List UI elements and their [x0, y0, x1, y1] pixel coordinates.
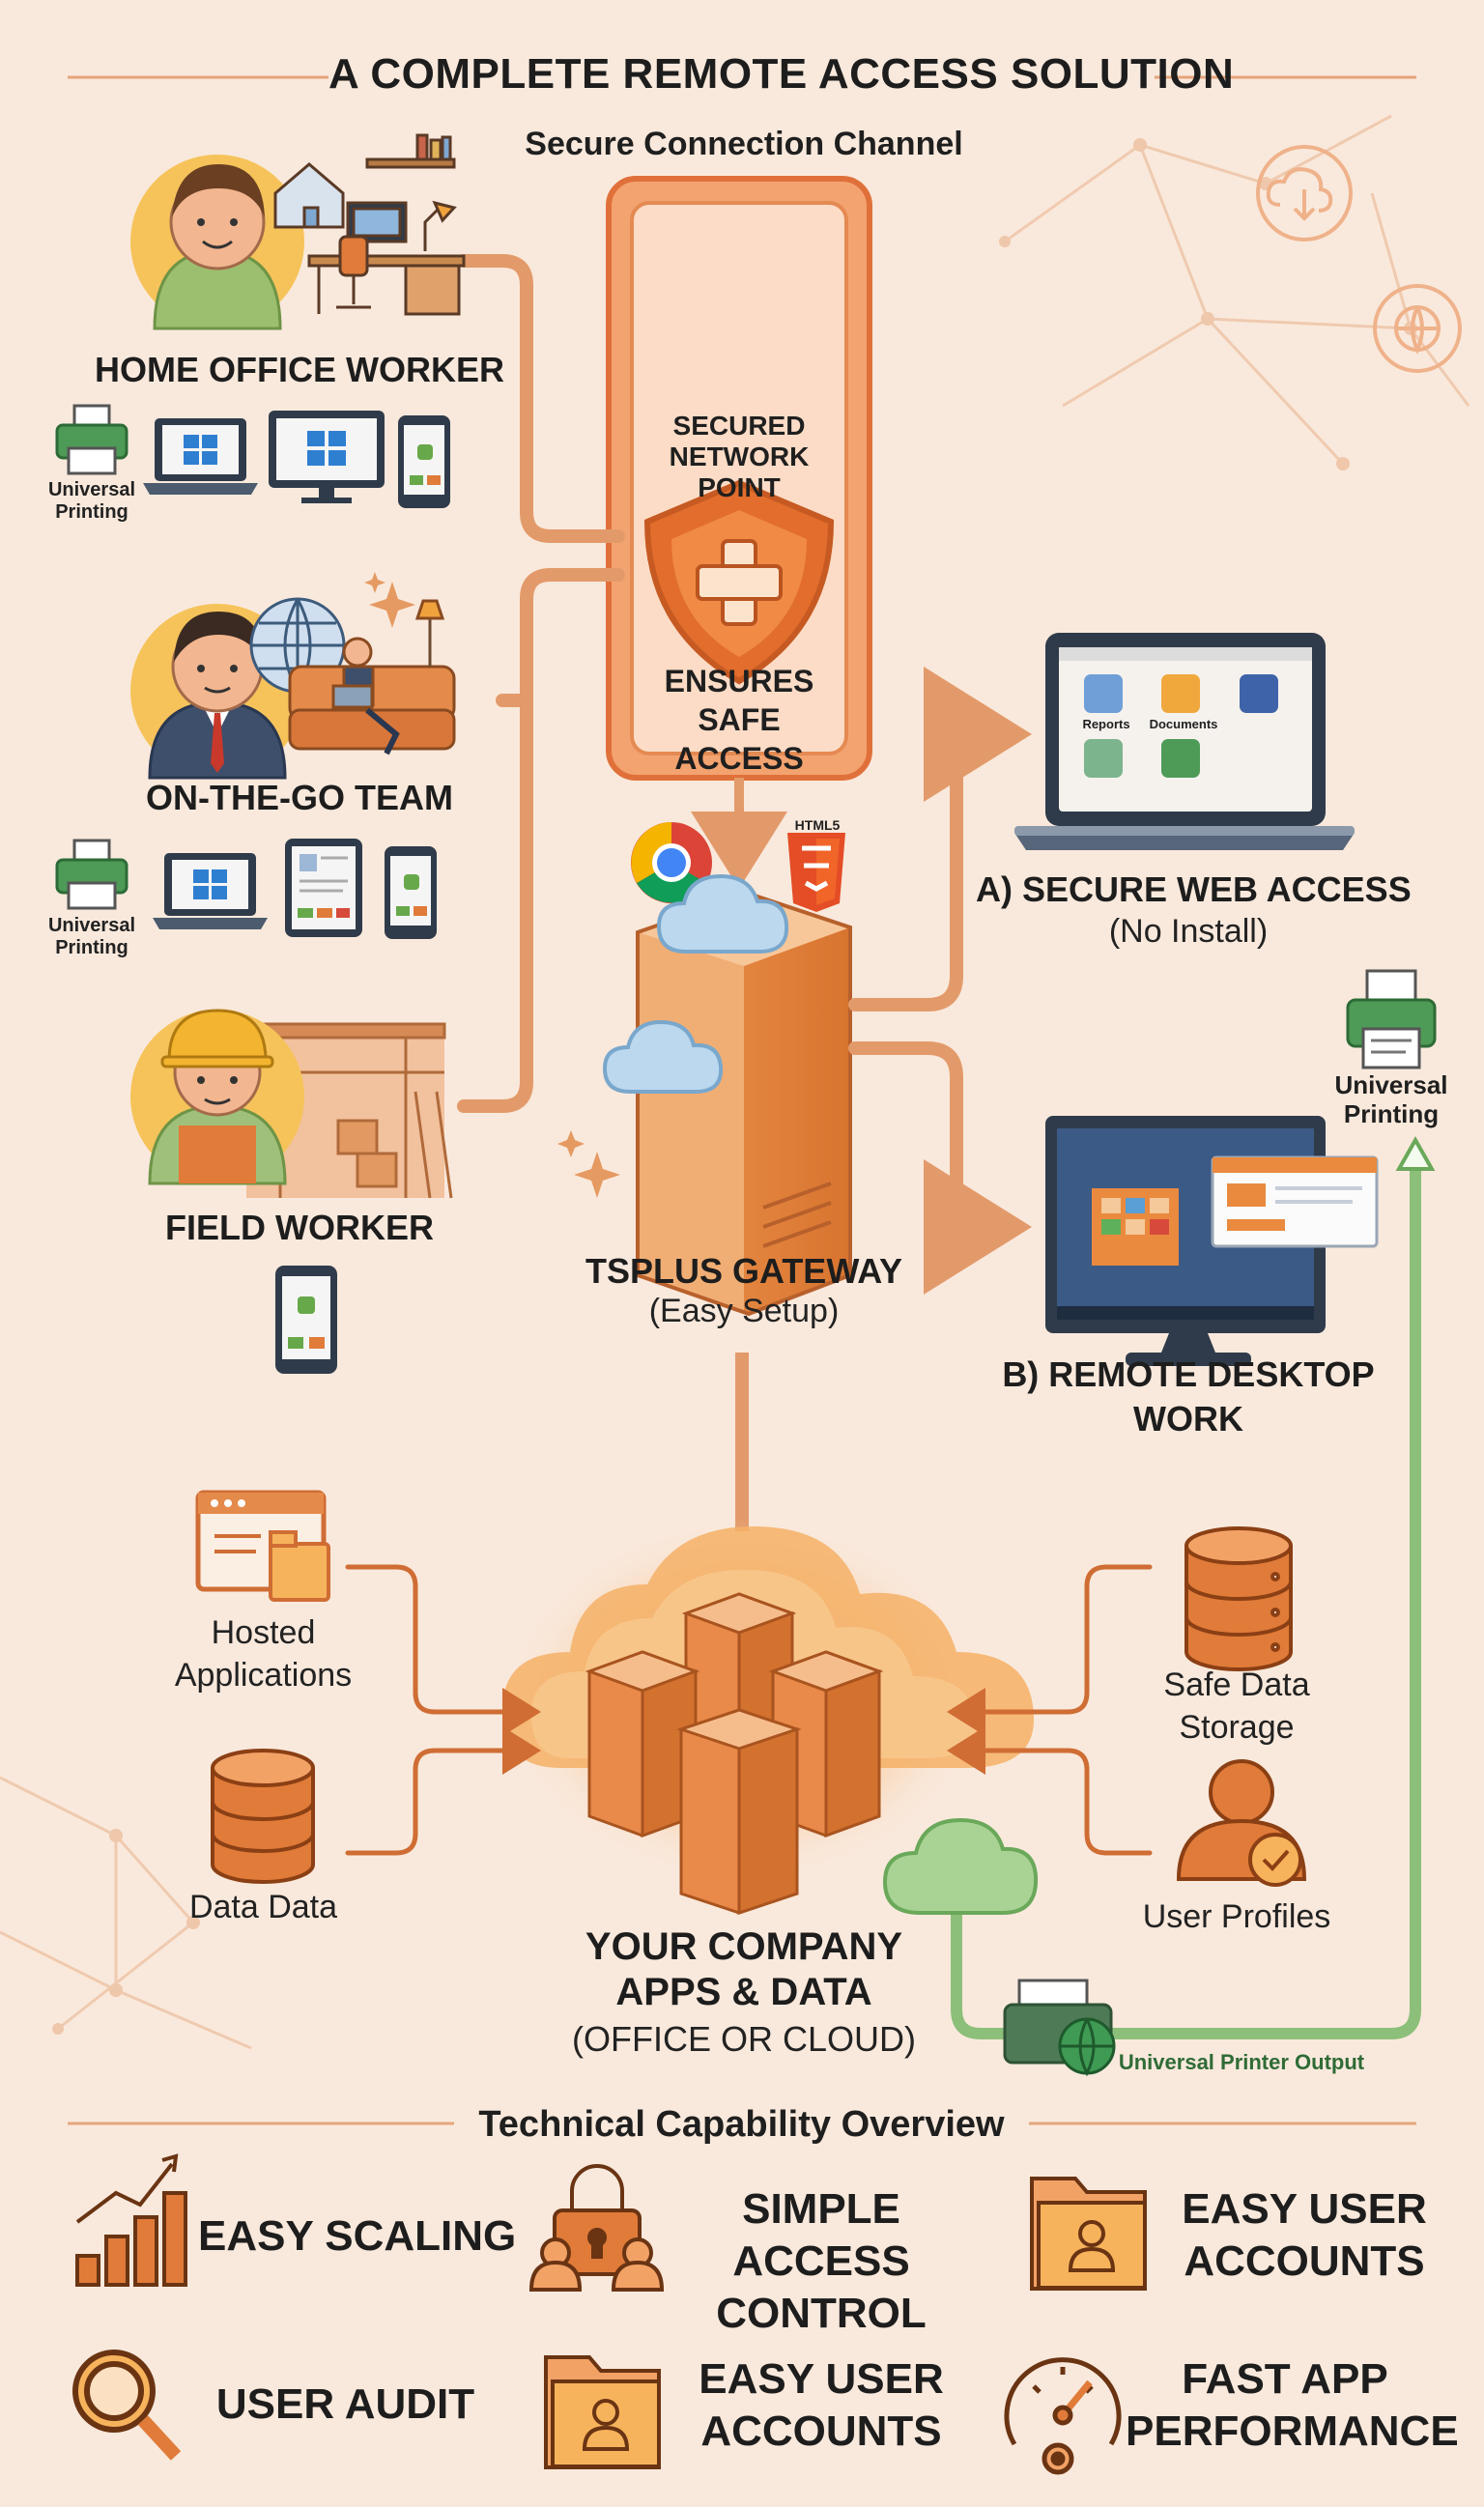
- on-the-go-label: ON-THE-GO TEAM: [146, 778, 453, 817]
- globe-network-icon: [1373, 284, 1462, 373]
- user-folder-icon: [544, 2355, 661, 2469]
- web-access-label: A) SECURE WEB ACCESS: [976, 869, 1412, 909]
- green-cloud-icon: [882, 1817, 1039, 1915]
- home-desk-scene: [273, 133, 466, 316]
- magnifier-icon: [72, 2350, 182, 2461]
- capability-simple-access-control: SIMPLE ACCESS CONTROL: [716, 2185, 927, 2337]
- hosted-applications-label: Hosted Applications: [174, 1614, 353, 1694]
- capability-easy-scaling: EASY SCALING: [198, 2212, 517, 2260]
- company-line1: YOUR COMPANY: [585, 1925, 903, 1968]
- server-stack-icon: [585, 1592, 884, 1916]
- database-icon: [211, 1749, 315, 1884]
- capability-heading: Technical Capability Overview: [478, 2104, 1005, 2145]
- printer-icon: [55, 404, 128, 475]
- web-access-sublabel: (No Install): [1108, 913, 1269, 950]
- gateway-label: TSPLUS GATEWAY: [585, 1251, 903, 1291]
- gateway-sublabel: (Easy Setup): [648, 1293, 840, 1329]
- tablet-document-icon: [285, 839, 362, 937]
- safe-data-storage-label: Safe Data Storage: [1163, 1667, 1310, 1746]
- app-reports-label: Reports: [1082, 717, 1130, 731]
- user-folder-icon: [1030, 2177, 1147, 2291]
- sofa-laptop-scene: [288, 599, 456, 755]
- android-phone-icon: [275, 1266, 337, 1374]
- capability-user-audit: USER AUDIT: [215, 2380, 475, 2428]
- hosted-applications-icon: [195, 1490, 330, 1602]
- company-line3: (OFFICE OR CLOUD): [572, 2019, 916, 2059]
- home-office-label: HOME OFFICE WORKER: [95, 350, 504, 389]
- home-printing-label: Universal Printing: [47, 479, 136, 523]
- cloud-icon: [602, 873, 789, 1094]
- capability-easy-user-accounts-2: EASY USER ACCOUNTS: [699, 2355, 944, 2455]
- shield-icon: [643, 479, 835, 685]
- secured-network-point-label: SECURED NETWORK POINT: [669, 411, 810, 502]
- laptop-web-access: [1014, 633, 1355, 850]
- speedometer-gear-icon: [1004, 2357, 1122, 2475]
- company-line2: APPS & DATA: [615, 1971, 872, 2013]
- remote-desktop-label: B) REMOTE DESKTOP WORK: [1002, 1354, 1375, 1439]
- android-phone-icon: [385, 846, 437, 939]
- app-documents-label: Documents: [1149, 717, 1218, 731]
- field-worker-avatar: [130, 1009, 304, 1185]
- printer-icon: [1346, 969, 1437, 1069]
- desktop-monitor: [1045, 1116, 1379, 1366]
- on-the-go-avatar: [130, 604, 304, 780]
- laptop-windows-icon: [153, 853, 268, 929]
- html5-badge: HTML5: [794, 817, 841, 833]
- laptop-windows-icon: [143, 418, 258, 495]
- right-printing-label: Universal Printing: [1334, 1070, 1448, 1128]
- html5-icon: [787, 833, 845, 912]
- page-title: A COMPLETE REMOTE ACCESS SOLUTION: [328, 50, 1235, 98]
- channel-label: Secure Connection Channel: [525, 126, 963, 162]
- capability-fast-app-performance: FAST APP PERFORMANCE: [1126, 2355, 1459, 2455]
- globe-printer-icon: [1003, 1979, 1116, 2077]
- home-office-avatar: [130, 155, 304, 330]
- capability-easy-user-accounts: EASY USER ACCOUNTS: [1182, 2185, 1427, 2285]
- padlock-users-icon: [528, 2164, 665, 2292]
- user-profile-icon: [1176, 1759, 1307, 1887]
- sparkle-icon: [364, 572, 620, 1198]
- growth-chart-icon: [75, 2153, 187, 2287]
- android-phone-icon: [398, 415, 450, 508]
- monitor-windows-icon: [269, 411, 385, 503]
- field-worker-label: FIELD WORKER: [165, 1208, 434, 1247]
- data-data-label: Data Data: [188, 1889, 338, 1925]
- ensures-safe-access-label: ENSURES SAFE ACCESS: [664, 664, 814, 776]
- on-the-go-printing-label: Universal Printing: [47, 915, 136, 958]
- cloud-download-icon: [1256, 145, 1353, 242]
- database-icon: [1184, 1526, 1293, 1671]
- user-profiles-label: User Profiles: [1142, 1898, 1331, 1935]
- printer-icon: [55, 839, 128, 910]
- printer-output-label: Universal Printer Output: [1118, 2050, 1365, 2074]
